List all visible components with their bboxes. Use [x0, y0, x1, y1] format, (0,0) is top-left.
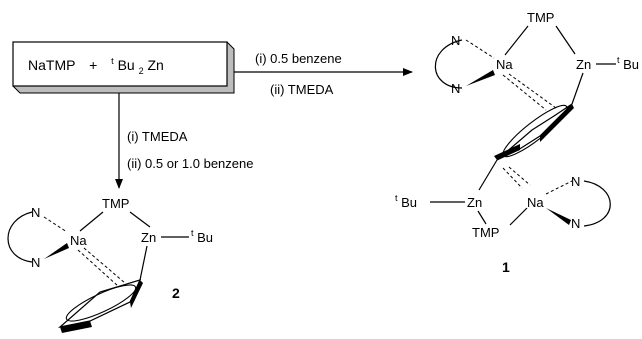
p1-tbu-sup-bottom: t: [395, 193, 398, 203]
p2-bu: Bu: [197, 230, 213, 245]
p1-n-top-a: N: [451, 33, 460, 48]
down-step-2: (ii) 0.5 or 1.0 benzene: [127, 156, 253, 171]
p1-tmp-top: TMP: [527, 10, 554, 25]
p2-zn: Zn: [141, 230, 156, 245]
reagent-zn: Zn: [148, 57, 164, 73]
svg-text:t Bu: t Bu: [617, 51, 639, 72]
p1-tbu-sup-top: t: [617, 55, 620, 65]
arrow-down: (i) TMEDA (ii) 0.5 or 1.0 benzene: [115, 93, 253, 189]
arrow-right: (i) 0.5 benzene (ii) TMEDA: [234, 51, 413, 97]
p1-tmp-bottom: TMP: [472, 225, 499, 240]
p2-na: Na: [70, 233, 87, 248]
p2-n-b: N: [31, 255, 40, 270]
p2-tmp: TMP: [102, 196, 129, 211]
product-1-label: 1: [502, 259, 510, 275]
product-1-structure: N N Na TMP Zn t Bu Zn t Bu: [395, 10, 639, 275]
p1-n-top-b: N: [451, 81, 460, 96]
down-step-1: (i) TMEDA: [127, 129, 188, 144]
product-2-structure: N N Na TMP Zn t Bu 2: [7, 196, 213, 333]
reagent-bu: Bu: [118, 57, 135, 73]
plus-sign: +: [89, 57, 97, 73]
p1-n-bottom-a: N: [571, 174, 580, 189]
p1-bu-bottom: Bu: [401, 195, 417, 210]
reactant-box: NaTMP + t Bu 2 Zn: [12, 41, 235, 94]
right-step-1: (i) 0.5 benzene: [255, 51, 342, 66]
reagent-natmp: NaTMP: [28, 57, 75, 73]
p2-n-a: N: [31, 205, 40, 220]
svg-text:t Bu: t Bu: [191, 224, 213, 245]
p1-na-top: Na: [496, 57, 513, 72]
svg-text:t Bu: t Bu: [395, 189, 417, 210]
right-step-2: (ii) TMEDA: [270, 82, 334, 97]
p2-tbu-sup: t: [191, 228, 194, 238]
svg-text:NaTMP + t Bu: NaTMP + t Bu 2 Zn: [28, 51, 164, 77]
product-2-label: 2: [172, 285, 180, 301]
p1-n-bottom-b: N: [571, 216, 580, 231]
tbu-superscript: t: [111, 56, 114, 66]
p1-bu-top: Bu: [623, 57, 639, 72]
p1-na-bottom: Na: [527, 195, 544, 210]
p1-zn-top: Zn: [576, 57, 591, 72]
reagent-subscript: 2: [139, 66, 144, 76]
p1-zn-bottom: Zn: [467, 195, 482, 210]
